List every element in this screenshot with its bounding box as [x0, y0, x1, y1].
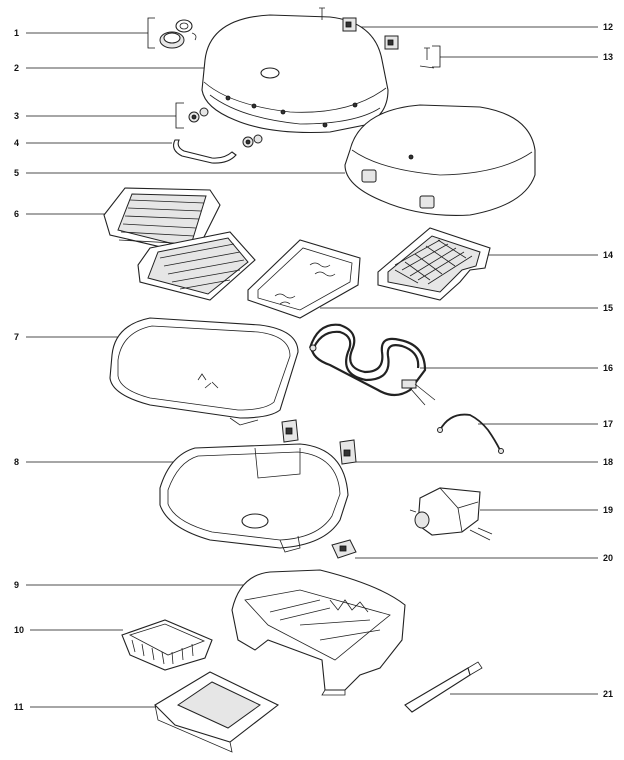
label-14: 14 [603, 250, 613, 260]
label-16: 16 [603, 363, 613, 373]
callout-20: 20 [355, 553, 613, 563]
drawer-tray-part [154, 671, 280, 753]
thermostat-knob-part [159, 19, 197, 49]
hinge-pin-part [319, 7, 435, 69]
callout-13: 13 [432, 45, 613, 68]
griddle-plate-part [377, 227, 491, 301]
spatula-part [404, 661, 483, 713]
callout-18: 18 [355, 457, 613, 467]
bracket-clip-part [281, 419, 357, 465]
grill-grate-part [103, 187, 256, 301]
label-6: 6 [14, 209, 19, 219]
callout-19: 19 [480, 505, 613, 515]
label-17: 17 [603, 419, 613, 429]
label-4: 4 [14, 138, 19, 148]
callout-14: 14 [488, 250, 613, 260]
lid-part [201, 14, 389, 134]
label-13: 13 [603, 52, 613, 62]
label-8: 8 [14, 457, 19, 467]
label-18: 18 [603, 457, 613, 467]
label-9: 9 [14, 580, 19, 590]
label-12: 12 [603, 22, 613, 32]
handle-nut-part [188, 107, 263, 148]
wire-harness-part [437, 413, 504, 454]
label-10: 10 [14, 625, 24, 635]
label-21: 21 [603, 689, 613, 699]
callout-12: 12 [358, 22, 613, 32]
label-2: 2 [14, 63, 19, 73]
base-pan-part [159, 443, 349, 553]
callout-11: 11 [14, 702, 156, 712]
base-frame-part [231, 569, 406, 696]
inner-lid-part [344, 104, 536, 216]
callout-5: 5 [14, 168, 345, 178]
callout-15: 15 [320, 303, 613, 313]
label-1: 1 [14, 28, 19, 38]
callout-21: 21 [450, 689, 613, 699]
callout-8: 8 [14, 457, 180, 467]
label-19: 19 [603, 505, 613, 515]
thermostat-control-part [409, 487, 493, 541]
callout-17: 17 [478, 419, 613, 429]
callout-9: 9 [14, 580, 255, 590]
drip-basket-part [121, 619, 213, 671]
label-3: 3 [14, 111, 19, 121]
callout-4: 4 [14, 138, 172, 148]
drip-tray-part [247, 239, 361, 319]
label-11: 11 [14, 702, 24, 712]
lid-clip-part [342, 17, 399, 50]
callout-16: 16 [420, 363, 613, 373]
label-15: 15 [603, 303, 613, 313]
cooking-plate-part [109, 317, 299, 426]
callout-1: 1 [14, 17, 155, 49]
label-20: 20 [603, 553, 613, 563]
callout-6: 6 [14, 209, 112, 219]
callout-2: 2 [14, 63, 205, 73]
connector-block-part [331, 539, 357, 559]
callout-10: 10 [14, 625, 123, 635]
label-7: 7 [14, 332, 19, 342]
handle-part [173, 139, 237, 164]
heating-element-part [308, 323, 436, 406]
label-5: 5 [14, 168, 19, 178]
callout-3: 3 [14, 102, 184, 129]
